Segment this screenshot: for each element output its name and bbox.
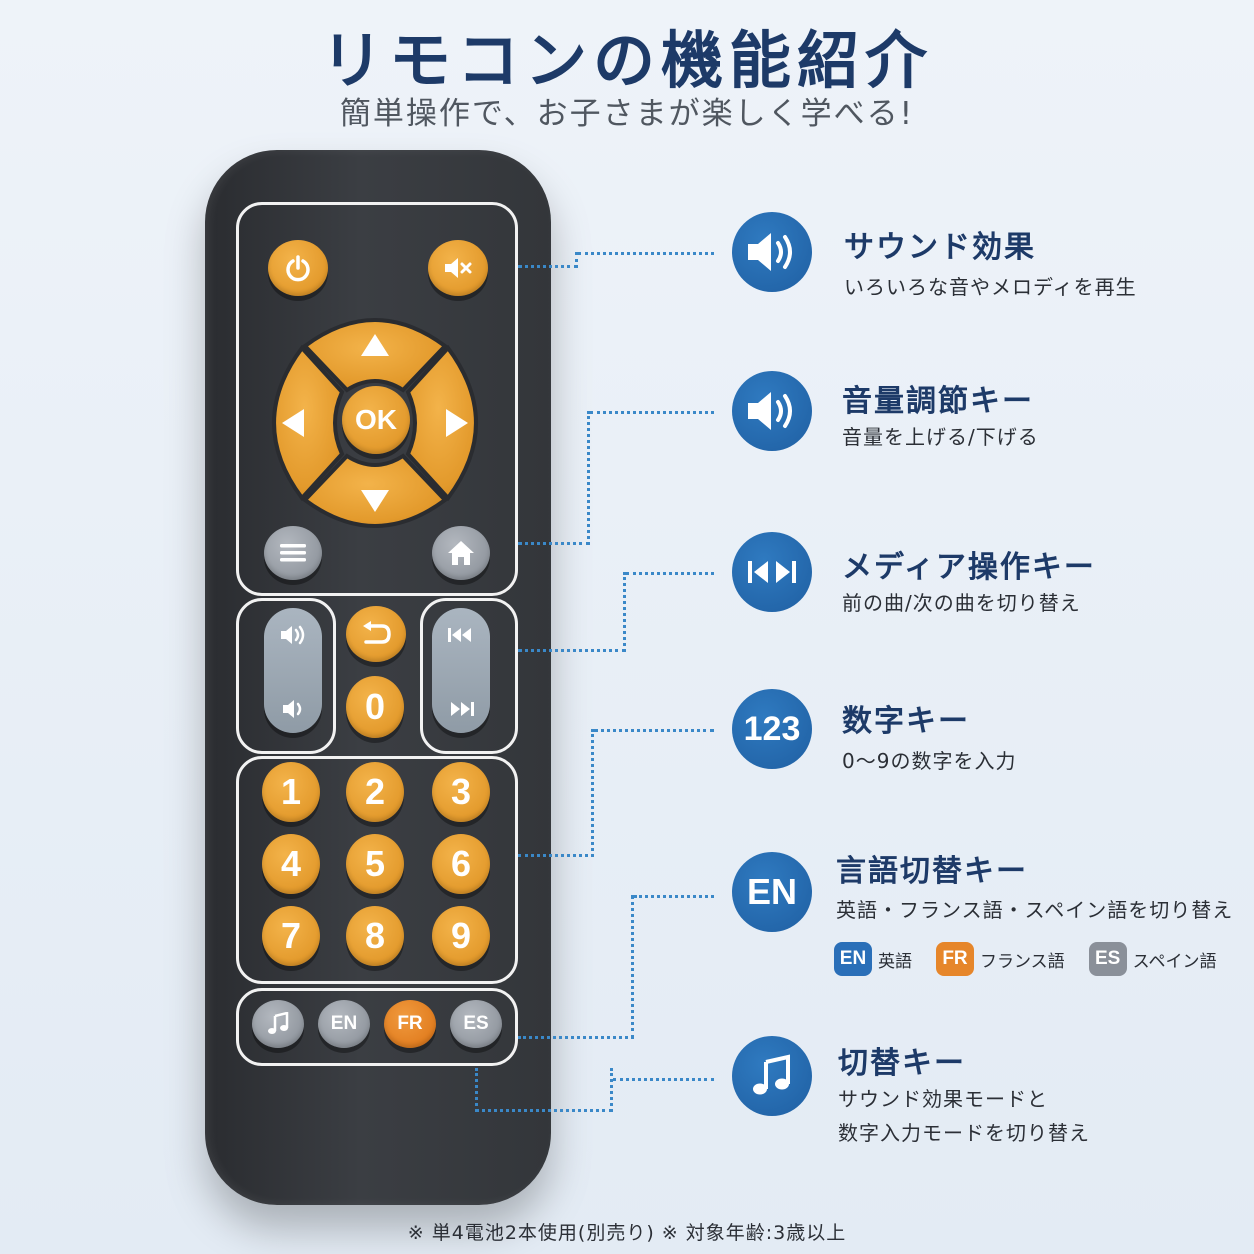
feature-desc-media: 前の曲/次の曲を切り替え: [842, 591, 1081, 615]
home-icon: [448, 541, 474, 565]
page-subtitle: 簡単操作で、お子さまが楽しく学べる!: [339, 96, 915, 132]
top-group-outline: [236, 202, 518, 596]
dpad-right-button[interactable]: [405, 344, 478, 502]
number-key-6[interactable]: 6: [432, 834, 490, 894]
power-icon: [286, 255, 310, 282]
spanish-button[interactable]: ES: [450, 1000, 502, 1048]
next-track-icon[interactable]: [446, 696, 476, 722]
directional-pad: [272, 318, 478, 528]
language-legend: EN 英語 FR フランス語 ES スペイン語: [834, 942, 1240, 976]
badge-fr: FR: [936, 942, 974, 976]
media-control-icon: [732, 532, 812, 612]
dpad-up-button[interactable]: [301, 318, 449, 393]
number-key-4[interactable]: 4: [262, 834, 320, 894]
menu-button[interactable]: [264, 526, 322, 580]
arrow-left-icon: [282, 409, 304, 437]
connector-media: [518, 572, 626, 652]
music-note-icon: [268, 1012, 289, 1034]
arrow-right-icon: [446, 409, 468, 437]
mode-switch-icon: [732, 1036, 812, 1116]
connector-numbers-2: [594, 729, 714, 732]
feature-desc-language: 英語・フランス語・スペイン語を切り替え: [836, 898, 1234, 922]
music-mode-button[interactable]: [252, 1000, 304, 1048]
back-button[interactable]: [346, 606, 406, 662]
connector-media-2: [626, 572, 714, 575]
home-button[interactable]: [432, 526, 490, 580]
badge-es: ES: [1088, 942, 1127, 976]
volume-up-icon[interactable]: [278, 622, 308, 648]
power-button[interactable]: [268, 240, 328, 296]
feature-desc-sound: いろいろな音やメロディを再生: [844, 275, 1137, 299]
connector-language: [518, 895, 634, 1039]
dpad-left-button[interactable]: [272, 344, 345, 502]
sound-effect-icon: [732, 212, 812, 292]
number-key-3[interactable]: 3: [432, 762, 490, 822]
ok-label: OK: [355, 404, 397, 435]
ok-button[interactable]: OK: [342, 386, 410, 454]
footnote: ※ 単4電池2本使用(別売り) ※ 対象年齢:3歳以上: [407, 1222, 847, 1244]
connector-sound-2: [578, 252, 714, 255]
connector-language-2: [634, 895, 714, 898]
number-key-2[interactable]: 2: [346, 762, 404, 822]
volume-down-icon[interactable]: [278, 696, 308, 722]
previous-track-icon[interactable]: [446, 622, 476, 648]
number-group-outline: [236, 756, 518, 984]
feature-desc-mode-line1: サウンド効果モードと: [838, 1087, 1048, 1111]
mute-icon: [445, 258, 472, 278]
connector-mode: [475, 1068, 613, 1112]
number-key-1[interactable]: 1: [262, 762, 320, 822]
english-button[interactable]: EN: [318, 1000, 370, 1048]
menu-icon: [280, 544, 306, 562]
feature-title-language: 言語切替キー: [836, 854, 1028, 889]
language-switch-icon: EN: [732, 852, 812, 932]
connector-volume-2: [590, 411, 714, 414]
label-fr: フランス語: [980, 951, 1065, 972]
dpad-down-button[interactable]: [301, 453, 449, 528]
volume-group-outline: [236, 598, 336, 754]
arrow-down-icon: [361, 490, 389, 512]
feature-desc-mode-line2: 数字入力モードを切り替え: [838, 1121, 1090, 1145]
number-key-7[interactable]: 7: [262, 906, 320, 966]
number-keys-icon: 123: [732, 689, 812, 769]
connector-mode-2: [613, 1078, 714, 1081]
feature-desc-numbers: 0〜9の数字を入力: [842, 749, 1017, 773]
media-group-outline: [420, 598, 518, 754]
label-es: スペイン語: [1132, 951, 1217, 972]
label-en: 英語: [878, 951, 912, 972]
feature-title-volume: 音量調節キー: [842, 384, 1034, 419]
feature-title-sound: サウンド効果: [844, 230, 1036, 265]
french-button[interactable]: FR: [384, 1000, 436, 1048]
volume-icon: [732, 371, 812, 451]
mute-button[interactable]: [428, 240, 488, 296]
connector-volume: [518, 411, 590, 545]
language-group-outline: [236, 988, 518, 1066]
feature-title-numbers: 数字キー: [842, 704, 970, 739]
number-key-0[interactable]: 0: [346, 676, 404, 738]
back-icon: [363, 621, 391, 644]
number-key-5[interactable]: 5: [346, 834, 404, 894]
feature-desc-volume: 音量を上げる/下げる: [842, 425, 1039, 449]
page-title: リモコンの機能紹介: [320, 24, 933, 97]
arrow-up-icon: [361, 334, 389, 356]
number-key-9[interactable]: 9: [432, 906, 490, 966]
connector-sound: [518, 252, 578, 268]
connector-numbers: [518, 729, 594, 857]
feature-title-media: メディア操作キー: [842, 550, 1096, 585]
badge-en: EN: [834, 942, 872, 976]
feature-title-mode: 切替キー: [838, 1046, 966, 1081]
number-key-8[interactable]: 8: [346, 906, 404, 966]
